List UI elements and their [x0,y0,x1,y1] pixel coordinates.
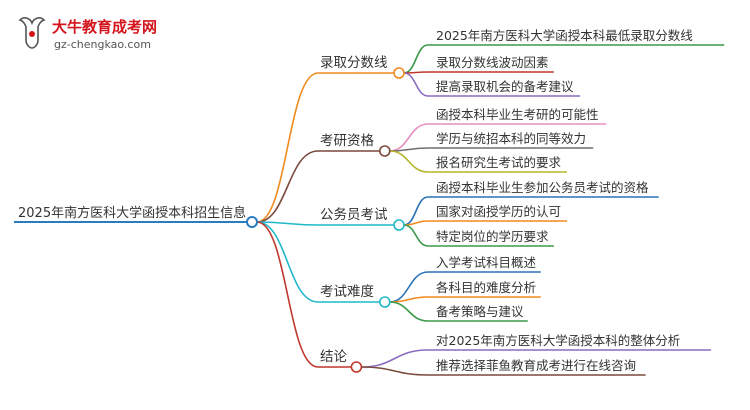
root-branch-connector [256,221,319,303]
leaf-topic[interactable]: 录取分数线波动因素 [436,55,549,70]
logo-url: gz-chengkao.com [54,38,151,51]
branch-topic[interactable]: 考研资格 [320,133,374,149]
branch-node-circle[interactable] [378,296,391,308]
branch-leaf-connector [361,366,429,376]
leaf-topic[interactable]: 特定岗位的学历要求 [436,229,549,244]
leaf-topic[interactable]: 各科目的难度分析 [436,280,536,295]
branch-node-circle[interactable] [378,145,391,157]
branch-topic[interactable]: 录取分数线 [320,55,388,71]
bull-logo-icon [18,17,46,49]
leaf-topic[interactable]: 推荐选择菲鱼教育成考进行在线咨询 [436,358,636,373]
branch-topic[interactable]: 结论 [320,349,347,365]
branch-leaf-connector [361,349,429,368]
branch-node-circle[interactable] [393,67,405,79]
branch-leaf-connector [403,72,429,97]
root-node-circle[interactable] [246,216,258,228]
leaf-topic[interactable]: 入学考试科目概述 [436,255,537,270]
leaf-topic[interactable]: 2025年南方医科大学函授本科最低录取分数线 [436,28,693,43]
branch-node-circle[interactable] [393,219,405,231]
leaf-topic[interactable]: 函授本科毕业生考研的可能性 [436,107,599,122]
site-logo[interactable]: 大牛教育成考网 gz-chengkao.com [14,14,194,54]
root-topic: 2025年南方医科大学函授本科招生信息 [18,205,246,221]
root-branch-connector [256,221,319,226]
branch-leaf-connector [389,150,429,173]
logo-name: 大牛教育成考网 [52,18,157,36]
root-branch-connector [256,221,319,368]
leaf-topic[interactable]: 对2025年南方医科大学函授本科的整体分析 [436,333,680,348]
leaf-topic[interactable]: 函授本科毕业生参加公务员考试的资格 [436,180,649,195]
root-branch-connector [256,150,319,223]
branch-topic[interactable]: 公务员考试 [320,207,388,223]
leaf-topic[interactable]: 学历与统招本科的同等效力 [436,131,586,146]
branch-node-circle[interactable] [350,361,363,373]
branch-leaf-connector [389,123,429,152]
leaf-topic[interactable]: 备考策略与建议 [436,304,524,319]
branch-topic[interactable]: 考试难度 [320,284,374,300]
branch-leaf-connector [403,220,429,226]
branch-leaf-connector [403,224,429,247]
root-branch-connector [256,72,319,223]
logo-graphic: 大牛教育成考网 gz-chengkao.com [18,17,157,51]
leaf-topic[interactable]: 国家对函授学历的认可 [436,204,561,219]
branch-leaf-connector [389,296,429,303]
branch-leaf-connector [389,301,429,322]
leaf-topic[interactable]: 提高录取机会的备考建议 [436,79,574,94]
branch-leaf-connector [403,44,429,74]
leaf-topic[interactable]: 报名研究生考试的要求 [436,155,562,170]
